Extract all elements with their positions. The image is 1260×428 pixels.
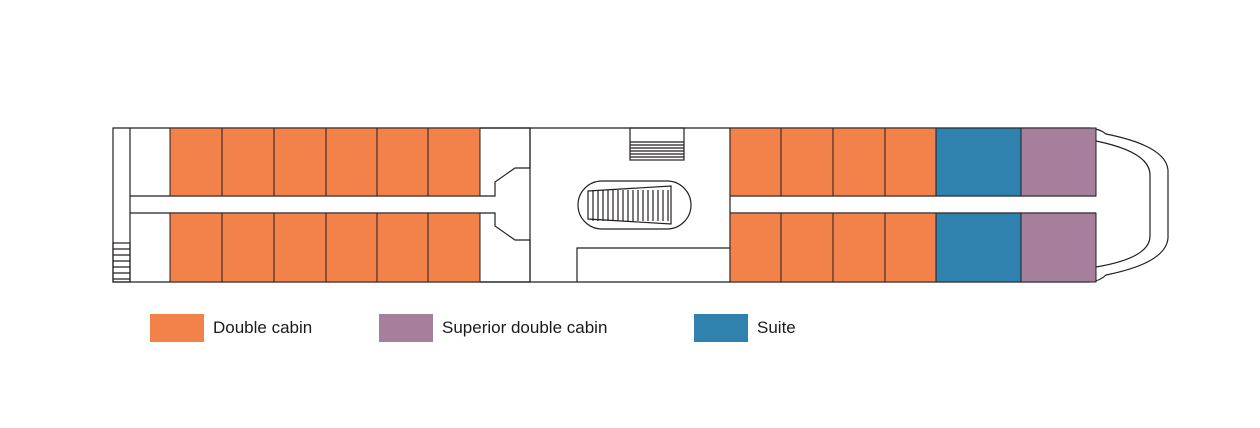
cabin-suite-aft-row-top-5 — [935, 127, 1022, 197]
legend-swatch-superior-double-cabin — [379, 314, 433, 342]
bow-inner-outline — [1095, 140, 1151, 268]
cabin-double-aft-row-bottom-1 — [729, 212, 782, 283]
connector-lower — [480, 212, 531, 283]
connector-upper — [480, 127, 531, 197]
reception-desk — [576, 247, 730, 282]
cabin-double-aft-row-bottom-4 — [884, 212, 937, 283]
cabin-double-aft-row-top-3 — [832, 127, 886, 197]
cabin-suite-aft-row-bottom-5 — [935, 212, 1022, 283]
cabin-double-aft-row-top-4 — [884, 127, 937, 197]
cabin-superior-aft-row-top-6 — [1020, 127, 1097, 197]
legend-item-superior-double-cabin: Superior double cabin — [379, 314, 607, 342]
cabin-double-aft-row-bottom-2 — [780, 212, 834, 283]
central-staircase-treads — [587, 185, 672, 225]
legend-swatch-double-cabin — [150, 314, 204, 342]
hull-outline — [112, 127, 1169, 283]
cabin-superior-aft-row-bottom-6 — [1020, 212, 1097, 283]
cabin-double-forward-row-bottom-5 — [376, 212, 429, 283]
cabin-double-forward-row-top-4 — [325, 127, 378, 197]
cabin-double-forward-row-top-3 — [273, 127, 327, 197]
cabin-double-aft-row-top-1 — [729, 127, 782, 197]
legend-label-double-cabin: Double cabin — [213, 318, 313, 337]
cabin-double-forward-row-bottom-4 — [325, 212, 378, 283]
legend-item-double-cabin: Double cabin — [150, 314, 312, 342]
legend-item-suite: Suite — [694, 314, 796, 342]
cabin-double-aft-row-top-2 — [780, 127, 834, 197]
cabin-double-forward-row-bottom-1 — [169, 212, 223, 283]
cabin-double-forward-row-top-1 — [169, 127, 223, 197]
stern-stairs — [112, 242, 131, 283]
legend-label-suite: Suite — [757, 318, 796, 337]
cabin-double-forward-row-bottom-2 — [221, 212, 275, 283]
top-stairwell — [629, 127, 685, 161]
cabin-double-forward-row-bottom-6 — [427, 212, 481, 283]
cabin-double-forward-row-top-2 — [221, 127, 275, 197]
cabin-double-forward-row-top-5 — [376, 127, 429, 197]
cabin-double-aft-row-bottom-3 — [832, 212, 886, 283]
cabin-double-forward-row-bottom-3 — [273, 212, 327, 283]
cabin-double-forward-row-top-6 — [427, 127, 481, 197]
central-staircase — [577, 180, 692, 230]
legend-swatch-suite — [694, 314, 748, 342]
legend-label-superior-double-cabin: Superior double cabin — [442, 318, 608, 337]
